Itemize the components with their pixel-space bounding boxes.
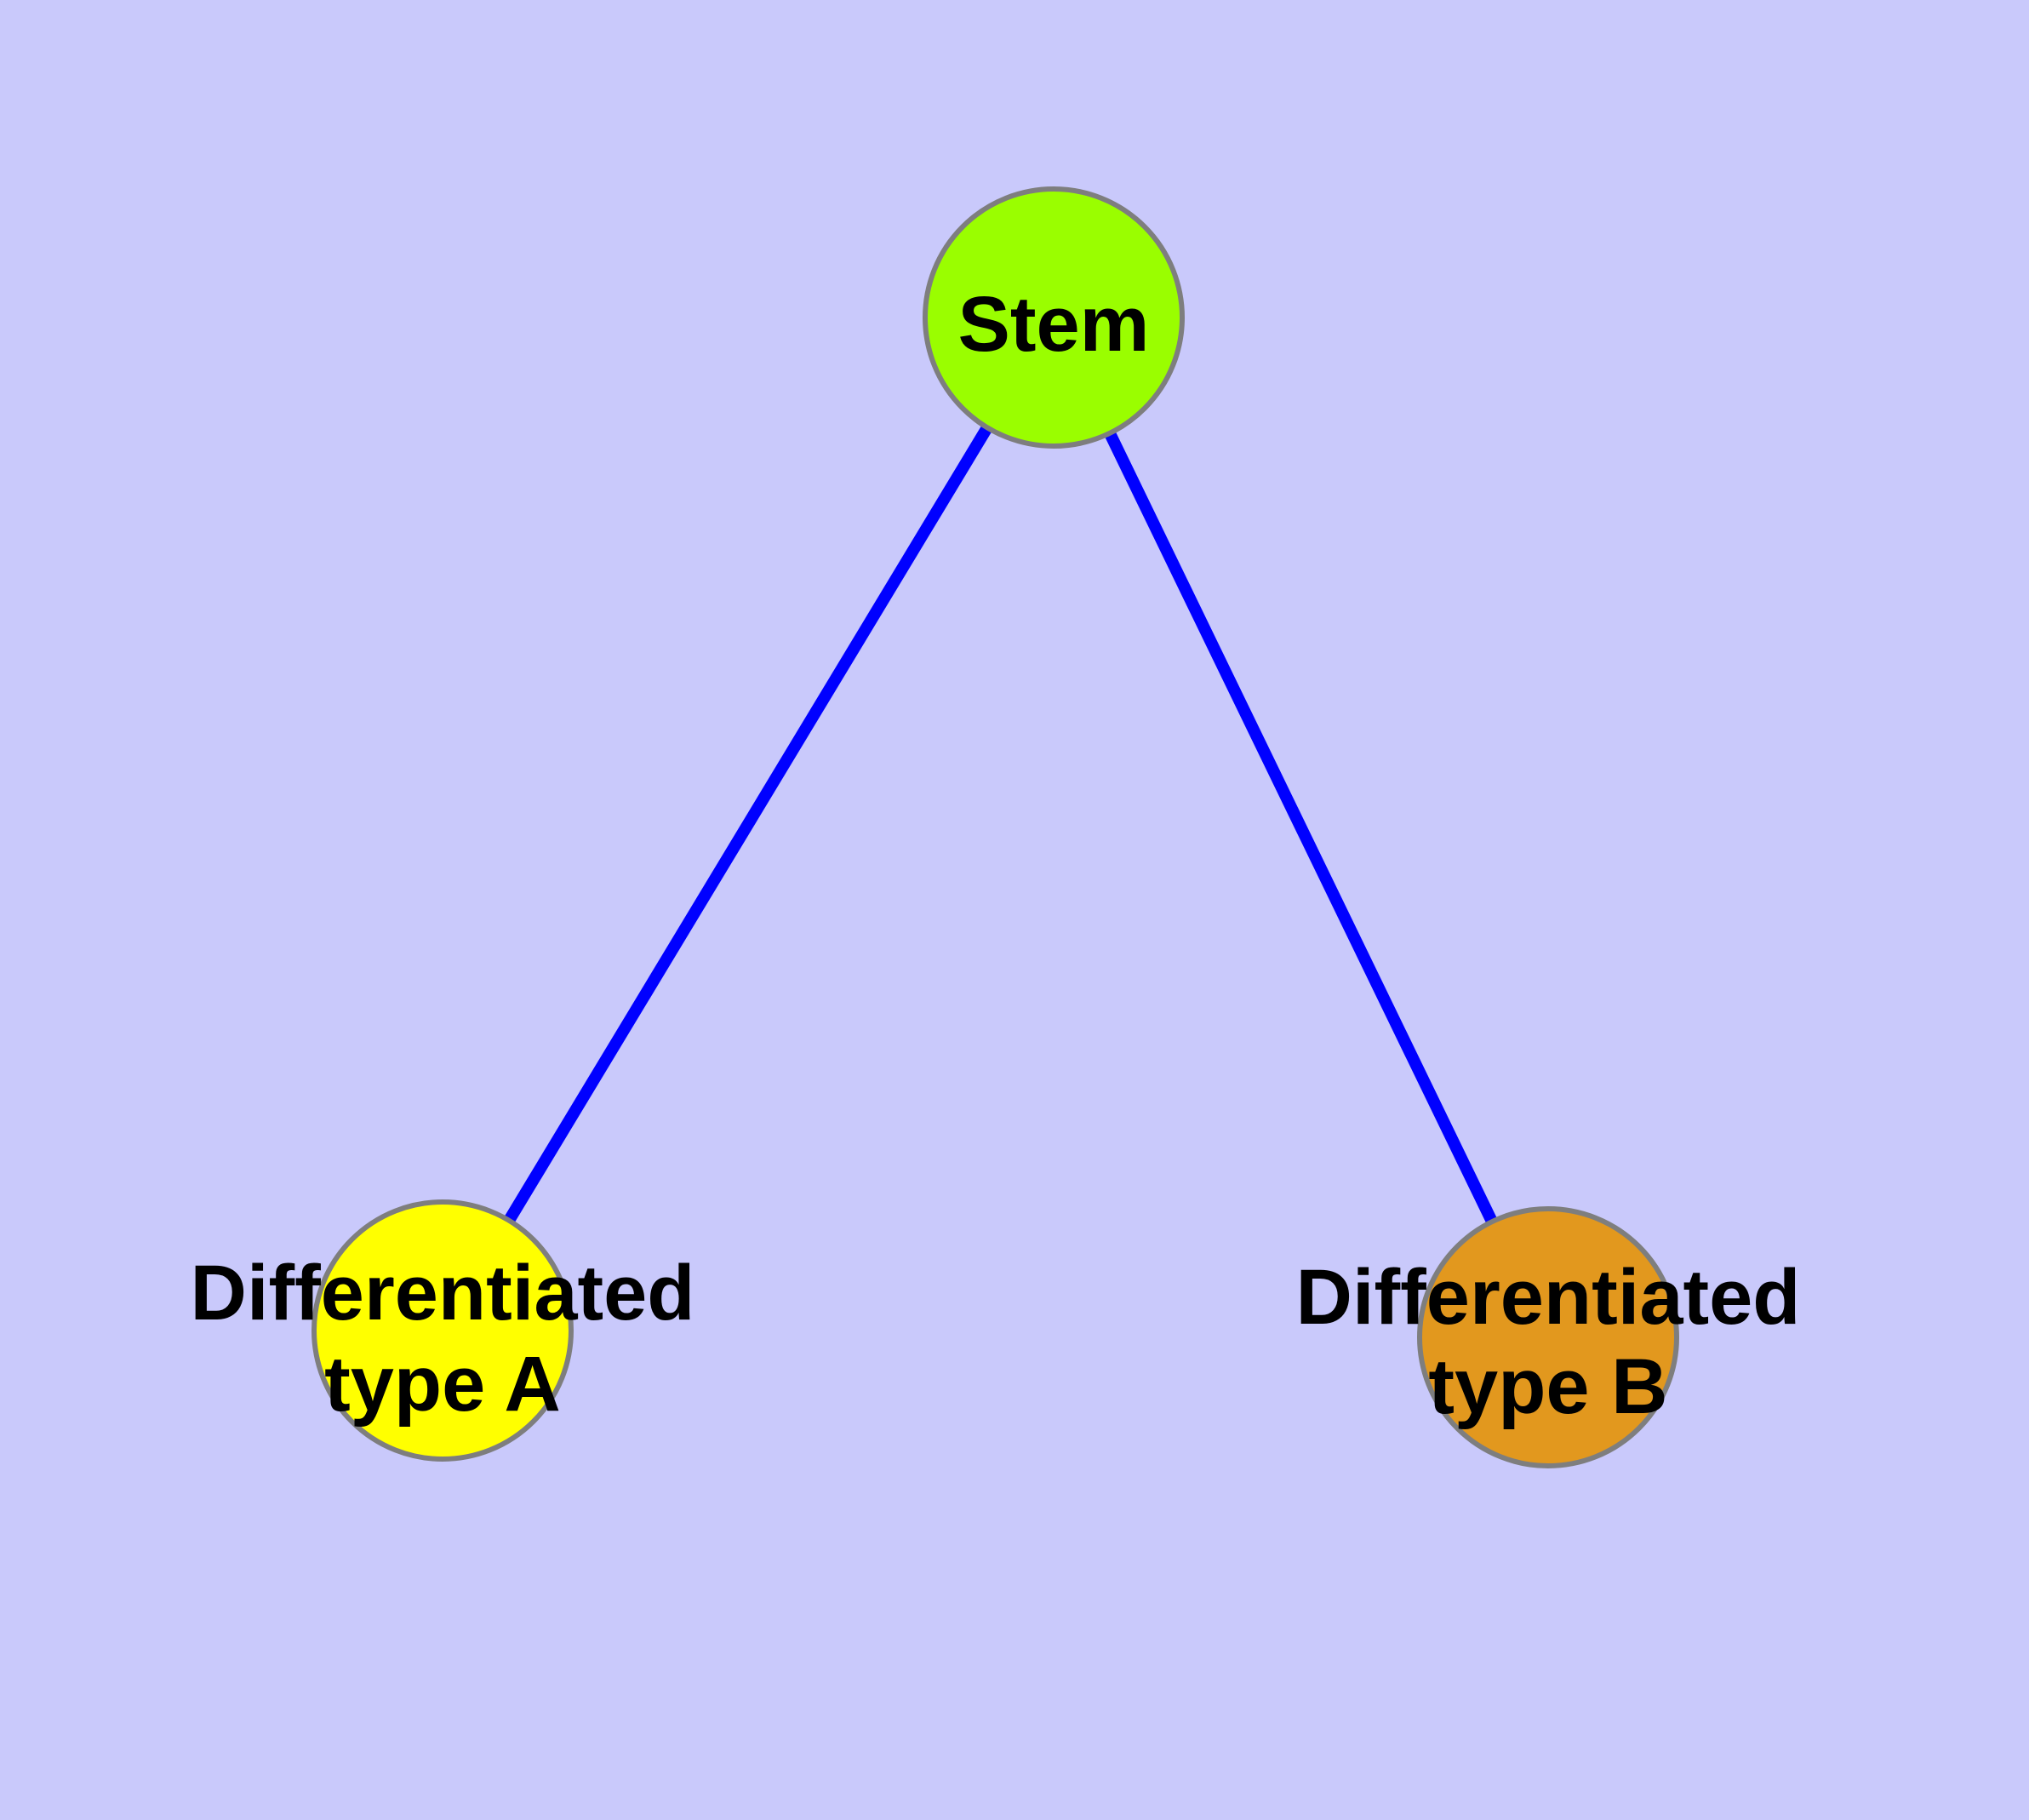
node-type-b-label-line1: Differentiated (1296, 1254, 1801, 1341)
node-stem-circle[interactable] (923, 186, 1185, 449)
node-type-b-circle[interactable] (1417, 1206, 1679, 1468)
node-type-b-label-line2: type B (1428, 1343, 1667, 1430)
edge-stem-to-type-a (437, 314, 1059, 1334)
node-type-a-label-line1: Differentiated (191, 1250, 695, 1336)
node-differentiated-type-a[interactable]: Differentiated type A (191, 1199, 695, 1462)
edge-stem-to-type-b (1048, 314, 1554, 1341)
node-type-a-circle[interactable] (311, 1199, 574, 1462)
node-stem-label: Stem (958, 281, 1150, 368)
node-differentiated-type-b[interactable]: Differentiated type B (1296, 1206, 1801, 1468)
node-type-a-label-line2: type A (324, 1341, 561, 1428)
node-stem[interactable]: Stem (923, 186, 1185, 449)
